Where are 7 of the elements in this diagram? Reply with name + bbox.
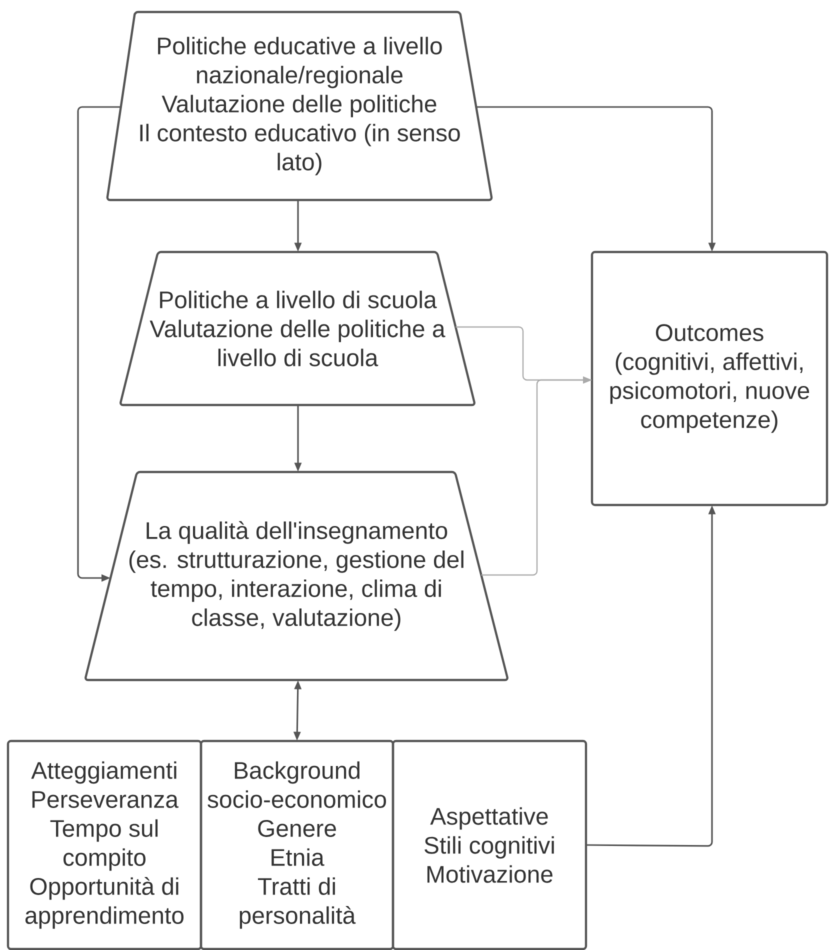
text-box: Aspettative Stili cognitivi Motivazione <box>392 740 588 950</box>
trapezoid-box: La qualità dell'insegnamento (es. strutturazione, gestione del tempo, interazione, clima di classe, valutazione) <box>84 470 508 682</box>
trapezoid-box: Politiche a livello di scuola Valutazione delle politiche a livello di scuola <box>120 250 476 406</box>
text-box: Atteggiamenti Perseveranza Tempo sul compito Opportunità di apprendimento <box>6 740 202 950</box>
trapezoid-box: Politiche educative a livello nazionale/regionale Valutazione delle politiche Il contesto educativo (in senso lato) <box>106 10 493 202</box>
text-box: Background socio-economico Genere Etnia Tratti di personalità <box>200 740 394 950</box>
text-box: Outcomes (cognitivi, affettivi, psicomotori, nuove competenze) <box>590 250 828 506</box>
